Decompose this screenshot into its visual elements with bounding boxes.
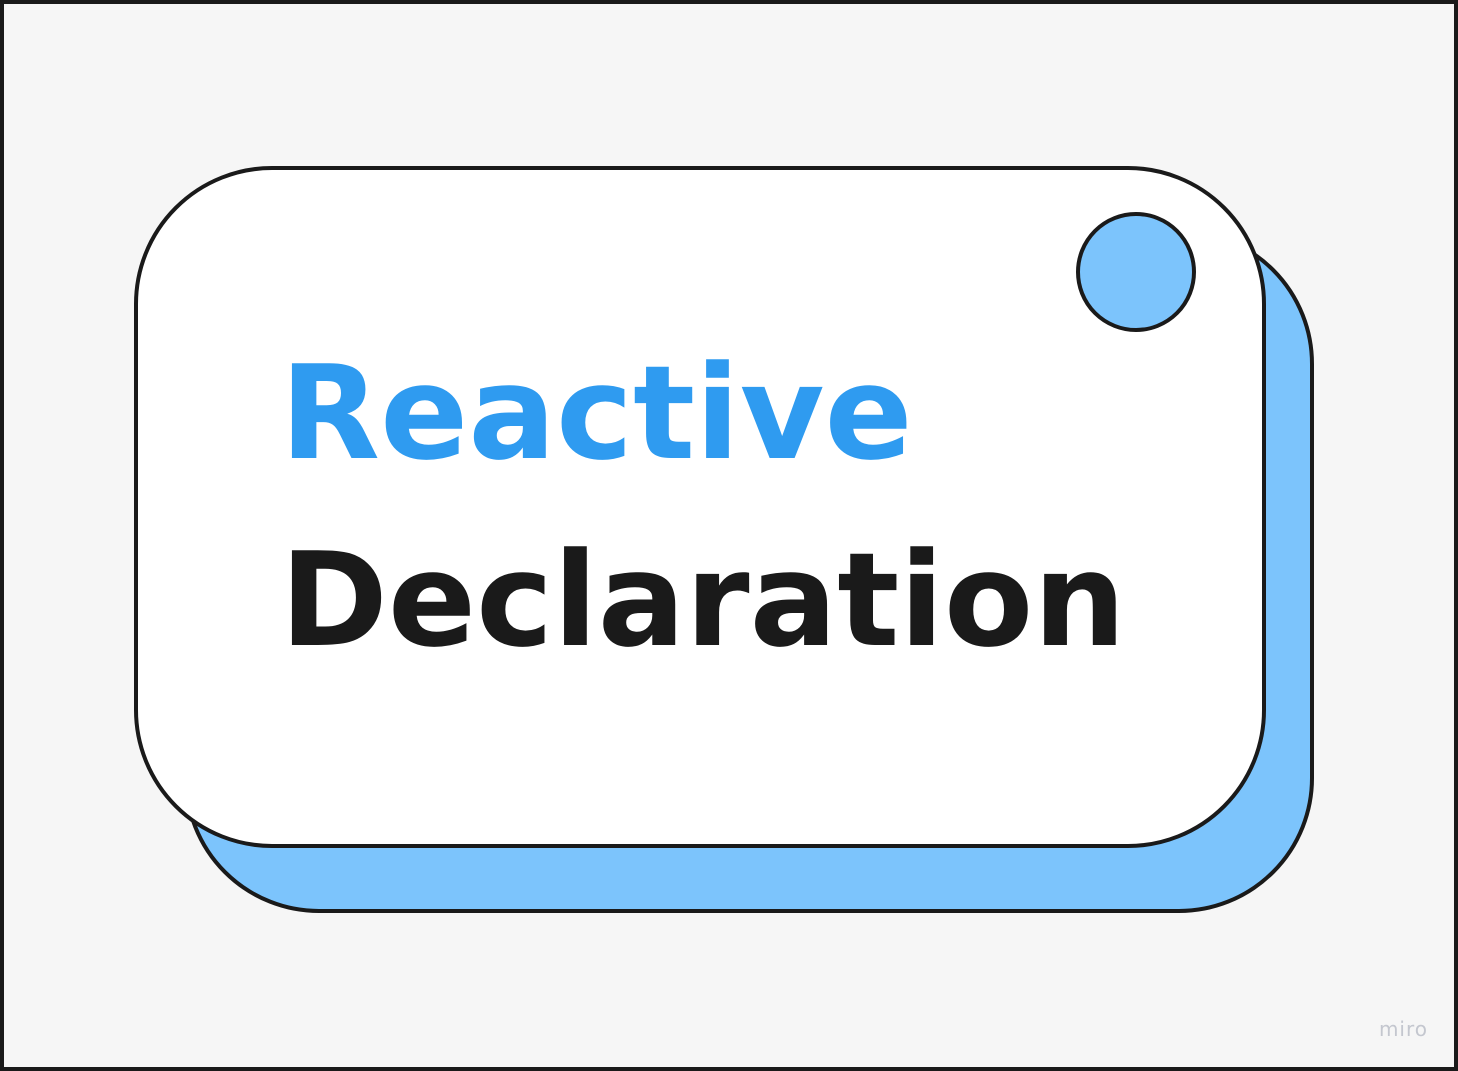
circle-decoration bbox=[1076, 212, 1196, 332]
title-word-declaration: Declaration bbox=[280, 524, 1126, 676]
title-card: Reactive Declaration bbox=[134, 166, 1266, 848]
miro-watermark: miro bbox=[1378, 1017, 1428, 1041]
title-word-reactive: Reactive bbox=[280, 337, 913, 489]
